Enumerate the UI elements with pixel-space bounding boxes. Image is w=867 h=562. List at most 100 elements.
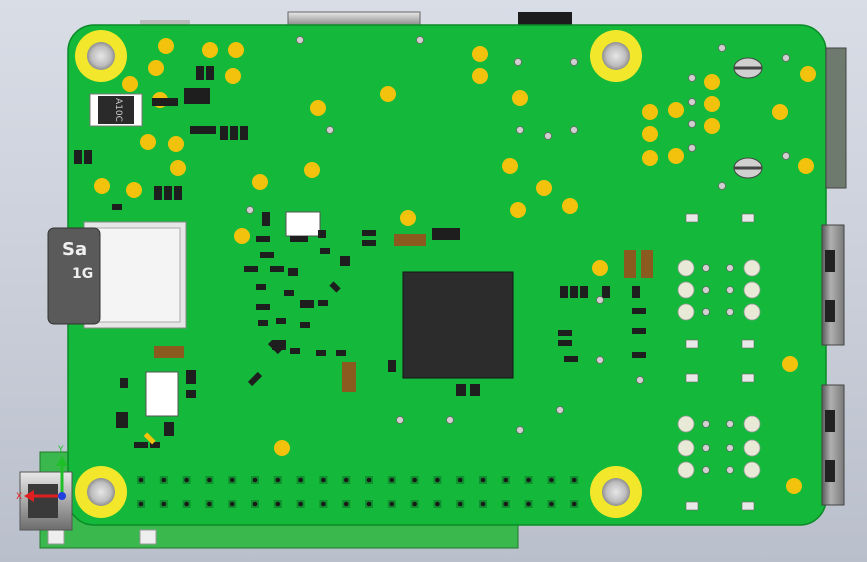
test-pad xyxy=(668,148,684,164)
via xyxy=(570,58,578,66)
smd-part xyxy=(84,150,92,164)
gpio-pin xyxy=(503,501,509,507)
test-pad xyxy=(668,102,684,118)
smd-part xyxy=(558,340,572,346)
axis-x-label: X xyxy=(16,492,22,502)
mounting-hole xyxy=(590,466,642,518)
test-pad xyxy=(252,174,268,190)
test-pad xyxy=(122,76,138,92)
connector-pin xyxy=(743,303,761,321)
smd-components xyxy=(74,66,646,448)
connector-pin-small xyxy=(726,264,734,272)
gpio-pin xyxy=(298,477,303,483)
smd-part xyxy=(143,432,156,445)
mounting-hole xyxy=(75,30,127,82)
test-pad xyxy=(704,118,720,134)
gpio-pin xyxy=(435,477,440,483)
smd-part xyxy=(247,371,263,387)
connector-pin xyxy=(677,259,695,277)
white-components xyxy=(145,211,321,417)
test-pads xyxy=(94,38,816,494)
via xyxy=(688,74,696,82)
smd-part xyxy=(186,390,196,398)
gpio-pin xyxy=(549,501,554,507)
connector-pin-small xyxy=(726,308,734,316)
gpio-pin xyxy=(526,501,531,507)
smd-part xyxy=(256,236,270,242)
smd-part xyxy=(580,286,588,298)
test-pad xyxy=(704,74,720,90)
regulator-marking: A10C xyxy=(113,98,123,122)
smd-part xyxy=(470,384,480,396)
regulator: A10C xyxy=(89,93,143,127)
connector-pin-small xyxy=(702,286,710,294)
test-pad xyxy=(472,68,488,84)
smd-part xyxy=(632,286,640,298)
connector-pin-small xyxy=(726,444,734,452)
test-pad xyxy=(140,134,156,150)
smd-part xyxy=(120,378,128,388)
test-pad xyxy=(310,100,326,116)
smd-part xyxy=(602,286,610,298)
connector-tab xyxy=(741,213,755,223)
via xyxy=(446,416,454,424)
gpio-pin xyxy=(549,477,554,483)
connector-tab xyxy=(741,501,755,511)
right-connectors xyxy=(821,47,847,506)
gpio-pin xyxy=(161,501,167,507)
smd-part xyxy=(244,266,258,272)
connector-pin xyxy=(677,439,695,457)
test-pad xyxy=(592,260,608,276)
smd-part xyxy=(164,186,172,200)
gpio-pin xyxy=(571,477,577,483)
sd-card-capacity: 1G xyxy=(72,266,93,282)
via xyxy=(326,126,334,134)
smd-part xyxy=(174,186,182,200)
smd-part xyxy=(388,360,396,372)
smd-part xyxy=(186,370,196,384)
sd-card-label: Sa xyxy=(62,239,87,260)
via xyxy=(782,152,790,160)
smd-part xyxy=(320,248,330,254)
connector-tab xyxy=(685,339,699,349)
gpio-pin xyxy=(184,501,189,507)
via xyxy=(246,206,254,214)
test-pad xyxy=(510,202,526,218)
gpio-pin xyxy=(571,501,577,507)
smd-part xyxy=(270,266,284,272)
smd-part xyxy=(206,66,214,80)
gpio-pin xyxy=(435,501,440,507)
connector-pin-small xyxy=(702,466,710,474)
axis-triad: Y X xyxy=(16,445,68,502)
connector-pin-small xyxy=(726,466,734,474)
smd-part xyxy=(340,256,350,266)
test-pad xyxy=(472,46,488,62)
via xyxy=(688,98,696,106)
connector-pin-small xyxy=(702,444,710,452)
smd-part xyxy=(74,150,82,164)
test-pad xyxy=(798,158,814,174)
connector-pin xyxy=(743,259,761,277)
smd-part xyxy=(316,350,326,356)
via xyxy=(718,44,726,52)
brown-components xyxy=(154,234,653,392)
smd-part xyxy=(288,268,298,276)
test-pad xyxy=(782,356,798,372)
connector-pin xyxy=(677,303,695,321)
gpio-pin xyxy=(503,477,509,483)
test-pad xyxy=(170,160,186,176)
smd-part xyxy=(432,228,460,240)
connector-pin xyxy=(743,461,761,479)
mounting-hole xyxy=(75,466,127,518)
test-pad xyxy=(158,38,174,54)
test-pad xyxy=(94,178,110,194)
gpio-pin xyxy=(207,501,212,507)
sd-card-slot: Sa 1G xyxy=(47,221,187,329)
smd-part xyxy=(632,328,646,334)
smd-part xyxy=(272,340,286,350)
test-pad xyxy=(148,60,164,76)
gpio-pin xyxy=(184,477,189,483)
test-pad xyxy=(704,96,720,112)
smd-part xyxy=(116,412,128,428)
